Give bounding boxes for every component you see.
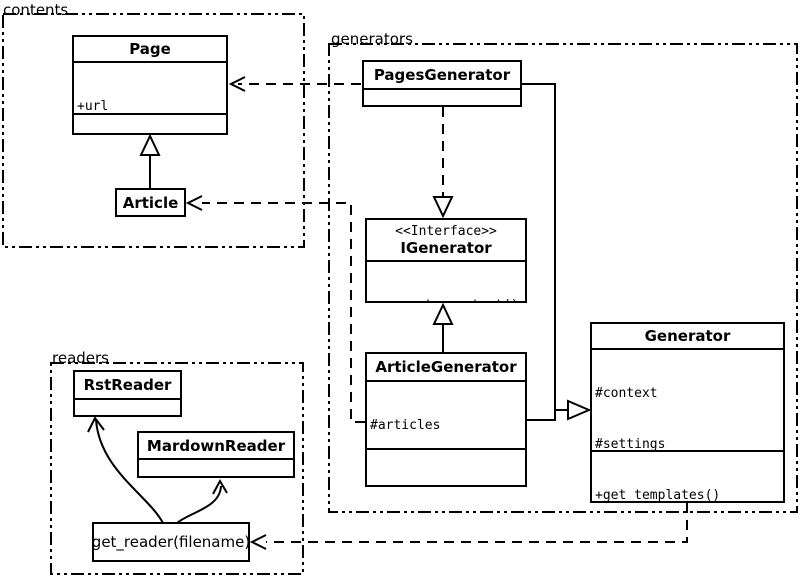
class-articlegenerator-methods: +generate_feeds() +generate_pages() [367, 448, 525, 485]
readers-package-label: readers [52, 349, 109, 367]
articlegenerator-to-article-dashed-line [202, 202, 365, 423]
articlegenerator-to-generator-line [527, 410, 556, 421]
getreader-to-rstreader-curve [95, 419, 164, 524]
generators-package-label: generators [331, 30, 413, 48]
attribute: #settings [595, 437, 666, 450]
articlegenerator-to-igenerator-triangle-icon [432, 302, 454, 325]
class-rstreader-methods: +read() [75, 398, 180, 415]
class-articlegenerator-title: ArticleGenerator [375, 358, 517, 376]
class-rstreader: RstReader +read() [73, 370, 182, 417]
class-igenerator-name: IGenerator [400, 238, 492, 257]
contents-package-border [2, 13, 305, 248]
class-generator-methods: +get_templates() +get_files(path,exclude… [592, 450, 783, 501]
class-page-title: Page [129, 40, 171, 58]
class-pagesgenerator-title: PagesGenerator [373, 66, 511, 84]
generator-to-getreader-arrow-icon [249, 534, 267, 550]
class-pagesgenerator: PagesGenerator #pages [362, 60, 522, 107]
generators-package-border [328, 43, 798, 513]
method: +generate_context() [370, 297, 522, 301]
article-to-page-triangle-icon [139, 133, 161, 156]
pagesgenerator-to-igenerator-triangle-icon [432, 196, 454, 219]
class-igenerator: <<Interface>> IGenerator +generate_conte… [365, 218, 527, 303]
class-pagesgenerator-attributes: #pages [364, 88, 520, 105]
class-page: Page +url +slug +summary +check_properti… [72, 35, 228, 135]
class-articlegenerator: ArticleGenerator #articles #dates #tags … [365, 352, 527, 487]
node-get-reader: get_reader(filename) [92, 522, 250, 562]
getreader-to-rstreader-arrow-icon [87, 416, 105, 433]
pagesgenerator-to-page-arrow-icon [228, 76, 246, 92]
class-mardownreader: MardownReader +read() [137, 431, 295, 478]
method: +get_templates() [595, 488, 721, 501]
articlegenerator-to-article-arrow-icon [185, 195, 203, 211]
pagesgenerator-to-generator-line [522, 83, 567, 411]
attribute: +url [77, 99, 109, 113]
interface-stereotype: <<Interface>> [395, 223, 497, 239]
readers-package-border [50, 362, 304, 575]
class-article-title: Article [122, 193, 179, 212]
node-get-reader-label: get_reader(filename) [91, 533, 251, 551]
generator-inheritance-triangle-icon [567, 399, 592, 421]
attribute: #context [595, 386, 658, 401]
generator-to-getreader-dashed-line [266, 503, 688, 543]
getreader-to-mardownreader-arrow-icon [212, 478, 228, 495]
attribute: #articles [370, 418, 441, 433]
class-page-methods: +check_properties() [74, 113, 226, 133]
class-generator: Generator #context #settings #path #them… [590, 322, 785, 503]
getreader-to-mardownreader-curve [176, 485, 222, 524]
class-igenerator-title: <<Interface>> IGenerator [367, 220, 525, 260]
contents-package-label: contents [3, 1, 69, 19]
class-page-attributes: +url +slug +summary [74, 61, 226, 113]
class-generator-attributes: #context #settings #path #theme #output_… [592, 348, 783, 450]
class-articlegenerator-attributes: #articles #dates #tags #categories [367, 380, 525, 448]
class-mardownreader-methods: +read() [139, 458, 293, 476]
class-igenerator-methods: +generate_context() +generate_output() [367, 260, 525, 301]
class-article: Article [115, 188, 186, 217]
class-mardownreader-title: MardownReader [146, 436, 286, 455]
class-rstreader-title: RstReader [83, 376, 172, 394]
class-generator-title: Generator [644, 327, 731, 345]
